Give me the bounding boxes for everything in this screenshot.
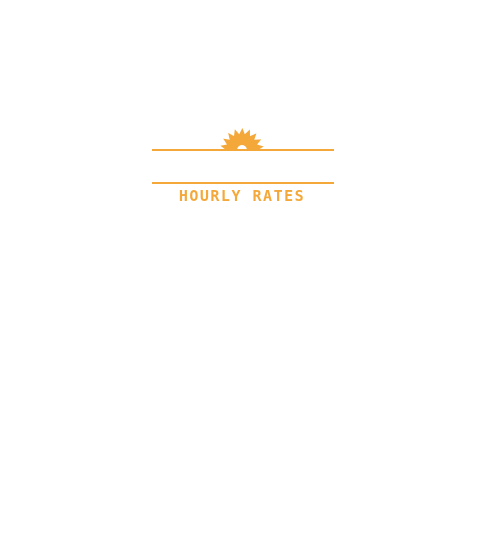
logo-caption: HOURLY RATES [178,187,306,205]
